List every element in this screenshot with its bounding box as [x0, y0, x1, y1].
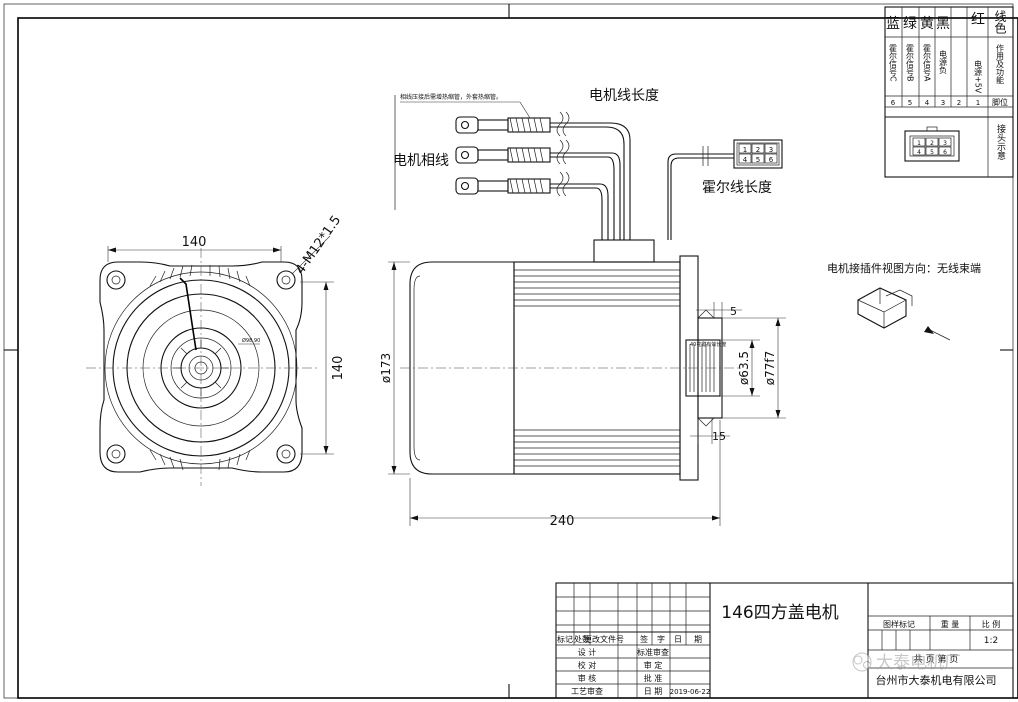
wire-color-table: 蓝 绿 黄 黑 红 线色 霍尔信号C 霍尔信号B 霍尔信号A 电源负 电源+5V… — [884, 6, 1014, 178]
wire-color-heading: 线色 — [993, 10, 1007, 34]
side-view: 40花键有效长度 ø173 240 5 ø63.5 ø77f7 — [379, 239, 786, 529]
flange-5-dimension: 5 — [730, 305, 737, 318]
function-power-negative: 电源负 — [939, 49, 948, 75]
shaft-diameter-dimension: ø63.5 — [737, 351, 751, 385]
wire-color-red: 红 — [971, 12, 985, 28]
table-conn-pin-5: 5 — [930, 149, 934, 156]
pin-2: 2 — [957, 99, 961, 107]
phase-lug-2 — [455, 146, 551, 164]
hall-conn-pin-2: 2 — [756, 146, 760, 154]
weight-header: 重 量 — [941, 619, 960, 629]
row-design-label: 设 计 — [578, 647, 597, 657]
hall-wire-length-label: 霍尔线长度 — [702, 180, 772, 196]
sign-count: 处数 — [574, 634, 590, 644]
pin-3: 3 — [941, 99, 945, 107]
sheet-label: 共 页 第 页 — [914, 653, 959, 665]
front-view: Ø98.90 140 140 4-M12*1.5 — [86, 213, 346, 486]
company-name: 台州市大泰机电有限公司 — [876, 673, 997, 687]
drawing-title: 146四方盖电机 — [721, 603, 838, 623]
pin-5: 5 — [908, 99, 912, 107]
row-process-field: 日 期 — [644, 687, 663, 696]
phase-wire-note: 相线压接后需增热缩管，外套热缩管。 — [400, 93, 502, 101]
hall-connector: 1 2 3 4 5 6 — [733, 139, 783, 169]
function-hall-b: 霍尔信号B — [906, 44, 915, 82]
hall-conn-pin-4: 4 — [743, 156, 748, 164]
row-process-label: 工艺审查 — [571, 686, 603, 696]
drawing-date: 2019-06-22 — [670, 688, 711, 696]
phase-lug-1 — [455, 116, 551, 134]
table-connector-icon: 1 2 3 4 5 6 — [904, 126, 960, 162]
scale-header: 比 例 — [982, 619, 1001, 629]
fin-lines-bottom — [514, 429, 680, 467]
table-conn-pin-6: 6 — [943, 149, 947, 156]
function-hall-a: 霍尔信号A — [923, 44, 932, 82]
hall-conn-pin-3: 3 — [769, 146, 773, 154]
fin-lines-top — [514, 269, 680, 307]
table-conn-pin-3: 3 — [943, 140, 947, 147]
sign-date: 期 — [694, 635, 702, 644]
front-center-dim-label: Ø98.90 — [242, 337, 260, 344]
front-height-dimension: 140 — [331, 356, 346, 381]
watermark-text: 大泰电机厂 — [876, 653, 961, 673]
phase-lug-3 — [455, 177, 551, 195]
wire-color-blue: 蓝 — [886, 16, 900, 32]
bolt-spec-label: 4-M12*1.5 — [293, 213, 344, 277]
front-width-dimension: 140 — [182, 235, 207, 250]
row-design-field: 标准审查 — [637, 647, 669, 657]
wire-color-green: 绿 — [903, 16, 917, 32]
phase-wires: 相线压接后需增热缩管，外套热缩管。 — [393, 88, 659, 240]
flange-15-dimension: 15 — [712, 430, 726, 443]
spigot-diameter-dimension: ø77f7 — [763, 351, 777, 385]
sign-mark: 标记 — [557, 634, 573, 644]
pin-1: 1 — [976, 99, 980, 107]
function-power-5v: 电源+5V — [974, 59, 983, 94]
table-conn-pin-4: 4 — [917, 149, 921, 156]
wire-color-black: 黑 — [936, 16, 950, 32]
length-dimension: 240 — [550, 514, 575, 529]
drawing-frame — [3, 3, 1018, 699]
connector-view-note: 电机接插件视图方向：无线束端 — [827, 261, 981, 275]
row-review-label: 审 核 — [578, 673, 597, 683]
hall-wire: 1 2 3 4 5 6 霍尔线长度 — [667, 139, 783, 240]
function-hall-c: 霍尔信号C — [889, 44, 898, 82]
table-conn-pin-2: 2 — [930, 140, 934, 147]
table-conn-pin-1: 1 — [917, 140, 921, 147]
motor-phase-wire-label: 电机相线 — [393, 153, 449, 169]
row-check-field: 审 定 — [644, 660, 663, 670]
sign-char: 字 — [657, 634, 665, 644]
sign-day: 日 — [674, 635, 682, 644]
watermark: 大泰电机厂 — [852, 652, 961, 673]
wire-color-yellow: 黄 — [920, 15, 934, 32]
function-heading: 作用及功能 — [996, 43, 1005, 85]
pattern-mark-header: 图样标记 — [883, 619, 915, 629]
motor-wire-length-label: 电机线长度 — [589, 88, 659, 104]
sign-sign: 签 — [640, 634, 648, 644]
shaft-spline-note: 40花键有效长度 — [690, 341, 726, 348]
body-diameter-dimension: ø173 — [379, 353, 393, 383]
connector-diagram-label: 接头示意 — [995, 123, 1006, 160]
hall-conn-pin-1: 1 — [743, 146, 747, 154]
hall-conn-pin-5: 5 — [756, 156, 760, 164]
scale-value: 1:2 — [984, 636, 998, 646]
pin-6: 6 — [891, 99, 896, 107]
row-review-field: 批 准 — [644, 673, 663, 683]
hall-conn-pin-6: 6 — [769, 156, 774, 164]
title-block: 标记 处数 更改文件号 签 字 日 期 设 计 标准审查 校 对 审 定 审 核… — [555, 582, 1014, 699]
sign-change-doc: 更改文件号 — [584, 634, 624, 644]
pin-heading: 脚位 — [992, 97, 1008, 107]
row-check-label: 校 对 — [578, 660, 597, 670]
connector-view-detail: 电机接插件视图方向：无线束端 — [827, 261, 981, 341]
pin-4: 4 — [925, 99, 930, 107]
